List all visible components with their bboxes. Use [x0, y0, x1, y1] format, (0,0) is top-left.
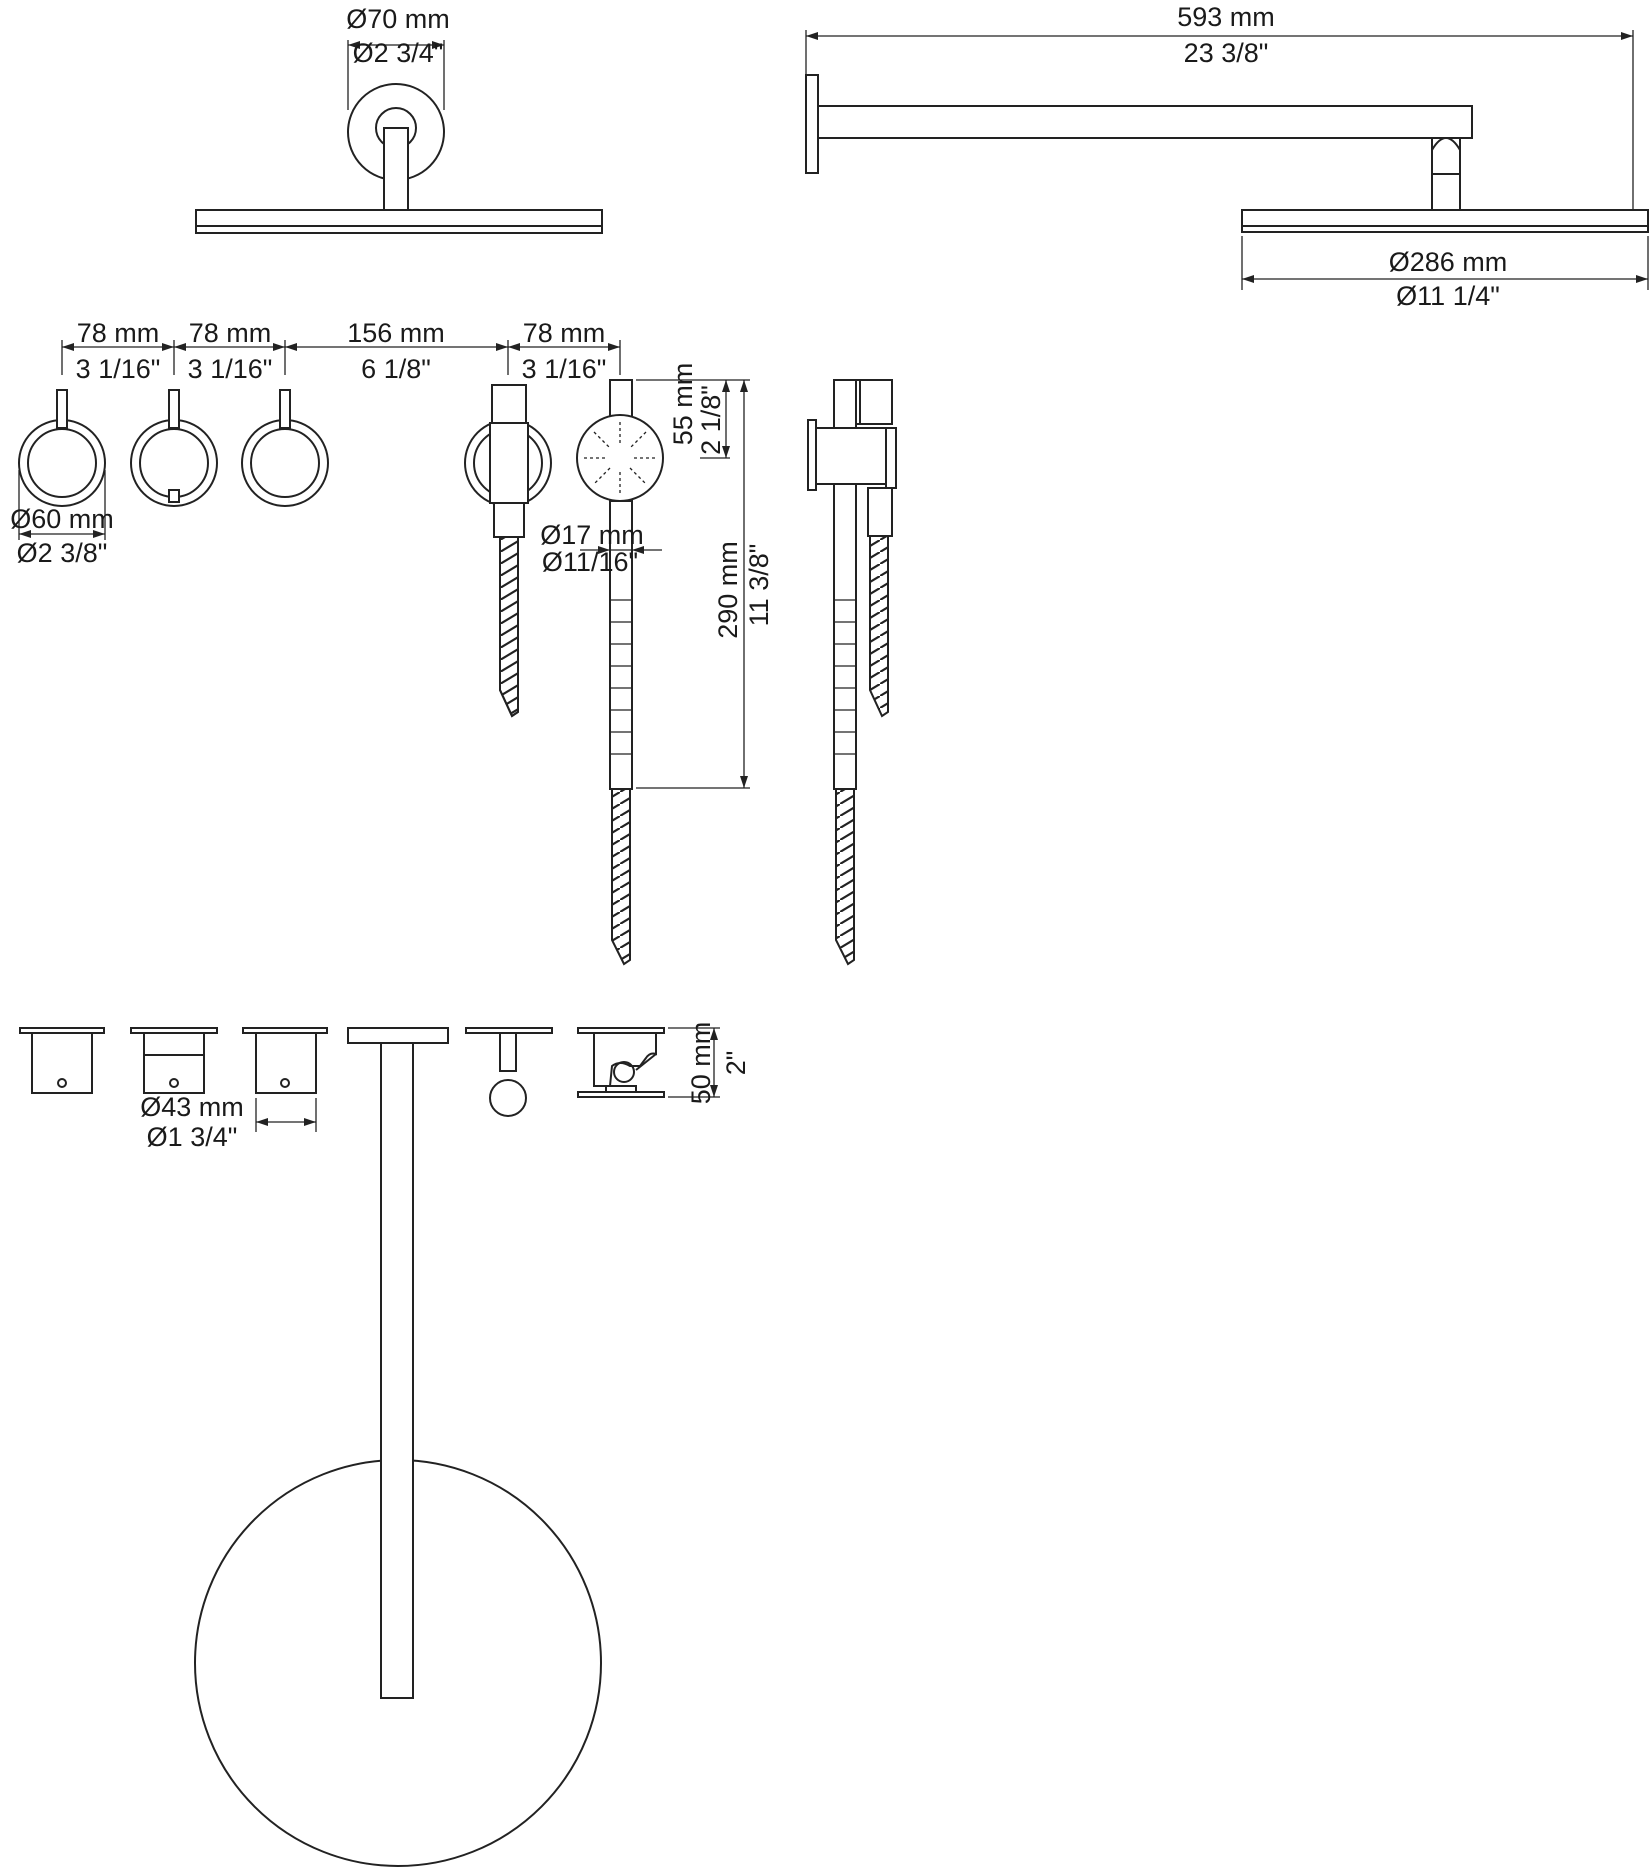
valve-knob-2: [130, 389, 218, 507]
wall-outlet-side-profile: [465, 1027, 553, 1117]
spacing2-mm-label: 78 mm: [189, 318, 272, 348]
knob-side-profile-1: [19, 1027, 105, 1094]
dimension-arm-flange: Ø70 mm Ø2 3/4": [346, 4, 450, 110]
arm-flange-mm-label: Ø70 mm: [346, 4, 450, 34]
knob-body-mm-label: Ø43 mm: [140, 1092, 244, 1122]
handle-diameter-in-label: Ø11/16": [542, 547, 638, 577]
spacing4-in-label: 3 1/16": [522, 354, 607, 384]
hand-shower-front: [576, 379, 664, 966]
knob-body-in-label: Ø1 3/4": [147, 1122, 238, 1152]
holder-side-profile: [577, 1027, 665, 1098]
spacing2-in-label: 3 1/16": [188, 354, 273, 384]
handle-head-mm-label: 55 mm: [668, 363, 698, 446]
knob-rosette-in-label: Ø2 3/8": [17, 538, 108, 568]
dimension-handle-head: 55 mm 2 1/8": [636, 363, 750, 459]
arm-flange-in-label: Ø2 3/4": [353, 38, 444, 68]
handle-head-in-label: 2 1/8": [696, 385, 726, 455]
handle-diameter-mm-label: Ø17 mm: [540, 520, 644, 550]
spacing4-mm-label: 78 mm: [523, 318, 606, 348]
spacing3-in-label: 6 1/8": [361, 354, 431, 384]
shower-arm-front-view: [195, 83, 603, 234]
wall-outlet-hose-front: [464, 384, 552, 718]
dimension-head-diameter: Ø286 mm Ø11 1/4": [1241, 236, 1649, 311]
hand-shower-holder-side: [807, 379, 897, 966]
knob-side-profile-3: [242, 1027, 328, 1094]
spacing1-in-label: 3 1/16": [76, 354, 161, 384]
projection-mm-label: 50 mm: [686, 1022, 716, 1105]
dimension-knob-body: Ø43 mm Ø1 3/4": [140, 1092, 317, 1152]
head-diameter-mm-label: Ø286 mm: [1389, 247, 1508, 277]
dimension-spacing-chain: 78 mm 3 1/16" 78 mm 3 1/16" 156 mm 6 1/8…: [61, 318, 621, 384]
ceiling-shower-profile: [194, 1027, 602, 1867]
dimension-arm-length: 593 mm 23 3/8": [805, 2, 1634, 210]
projection-in-label: 2": [721, 1051, 751, 1076]
dimension-projection: 50 mm 2": [668, 1022, 751, 1105]
head-diameter-in-label: Ø11 1/4": [1396, 281, 1500, 311]
valve-knob-3: [241, 389, 329, 507]
valve-knob-1: [18, 389, 106, 507]
arm-length-in-label: 23 3/8": [1184, 38, 1269, 68]
dimension-knob-rosette: Ø60 mm Ø2 3/8": [10, 470, 114, 568]
spray-nozzles: [584, 422, 656, 494]
spacing3-mm-label: 156 mm: [347, 318, 445, 348]
arm-length-mm-label: 593 mm: [1177, 2, 1275, 32]
handle-length-mm-label: 290 mm: [713, 541, 743, 639]
handle-length-in-label: 11 3/8": [744, 544, 774, 627]
knob-side-profile-2: [130, 1027, 218, 1094]
dimension-handle-length: 290 mm 11 3/8": [636, 380, 774, 789]
spacing1-mm-label: 78 mm: [77, 318, 160, 348]
shower-arm-side-view: [805, 74, 1649, 233]
knob-rosette-mm-label: Ø60 mm: [10, 504, 114, 534]
dimension-handle-diameter: Ø17 mm Ø11/16": [540, 520, 662, 577]
